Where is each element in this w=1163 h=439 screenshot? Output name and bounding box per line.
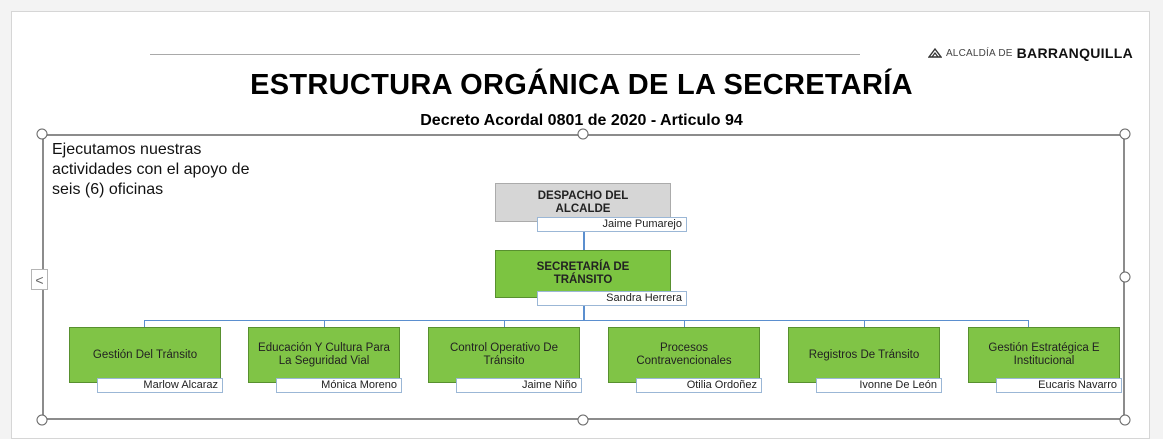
resize-handle-top[interactable] [577,128,589,140]
org-node-title: Gestión Del Tránsito [92,348,198,361]
org-node-person: Otilia Ordoñez [636,378,762,393]
org-node-person: Jaime Pumarejo [537,217,687,232]
connector-drop-6 [1028,320,1029,327]
org-node-office-5[interactable]: Registros De Tránsito [788,327,940,383]
resize-handle-top-right[interactable] [1119,128,1131,140]
org-node-person: Ivonne De León [816,378,942,393]
intro-note: Ejecutamos nuestras actividades con el a… [52,141,250,198]
prev-slide-button[interactable]: < [31,269,48,290]
resize-handle-bottom-right[interactable] [1119,414,1131,426]
org-node-title: Gestión Estratégica E Institucional [988,342,1100,367]
org-node-despacho[interactable]: DESPACHO DEL ALCALDE [495,183,671,222]
brand-logo: ALCALDÍA DE BARRANQUILLA [927,45,1133,61]
org-node-office-4[interactable]: Procesos Contravencionales [608,327,760,383]
resize-handle-top-left[interactable] [36,128,48,140]
org-node-person: Marlow Alcaraz [97,378,223,393]
connector-drop-4 [684,320,685,327]
chevron-left-icon: < [35,272,44,288]
org-node-title: DESPACHO DEL ALCALDE [537,189,629,215]
org-node-office-3[interactable]: Control Operativo De Tránsito [428,327,580,383]
header-divider [150,54,860,55]
org-node-person: Sandra Herrera [537,291,687,306]
page-title: ESTRUCTURA ORGÁNICA DE LA SECRETARÍA [250,69,913,101]
city-logo-icon [927,47,942,58]
org-node-office-6[interactable]: Gestión Estratégica E Institucional [968,327,1120,383]
org-node-title: SECRETARÍA DE TRÁNSITO [536,261,630,286]
connector-drop-2 [324,320,325,327]
resize-handle-bottom[interactable] [577,414,589,426]
org-node-person: Jaime Niño [456,378,582,393]
org-node-person: Mónica Moreno [276,378,402,393]
brand-prefix: ALCALDÍA DE [945,47,1013,59]
resize-handle-right[interactable] [1119,271,1131,283]
org-node-office-2[interactable]: Educación Y Cultura Para La Seguridad Vi… [248,327,400,383]
org-node-person: Eucaris Navarro [996,378,1122,393]
org-node-title: Educación Y Cultura Para La Seguridad Vi… [258,342,390,367]
org-node-title: Control Operativo De Tránsito [449,342,559,367]
connector-drop-5 [864,320,865,327]
connector-drop-3 [504,320,505,327]
connector-top [583,230,585,250]
connector-bus [144,320,1029,321]
page-subtitle: Decreto Acordal 0801 de 2020 - Articulo … [420,112,743,129]
connector-secretary [583,298,585,321]
connector-drop-1 [144,320,145,327]
org-node-title: Procesos Contravencionales [636,342,732,367]
org-node-office-1[interactable]: Gestión Del Tránsito [69,327,221,383]
resize-handle-bottom-left[interactable] [36,414,48,426]
org-node-title: Registros De Tránsito [808,348,920,361]
brand-name: BARRANQUILLA [1016,45,1133,61]
